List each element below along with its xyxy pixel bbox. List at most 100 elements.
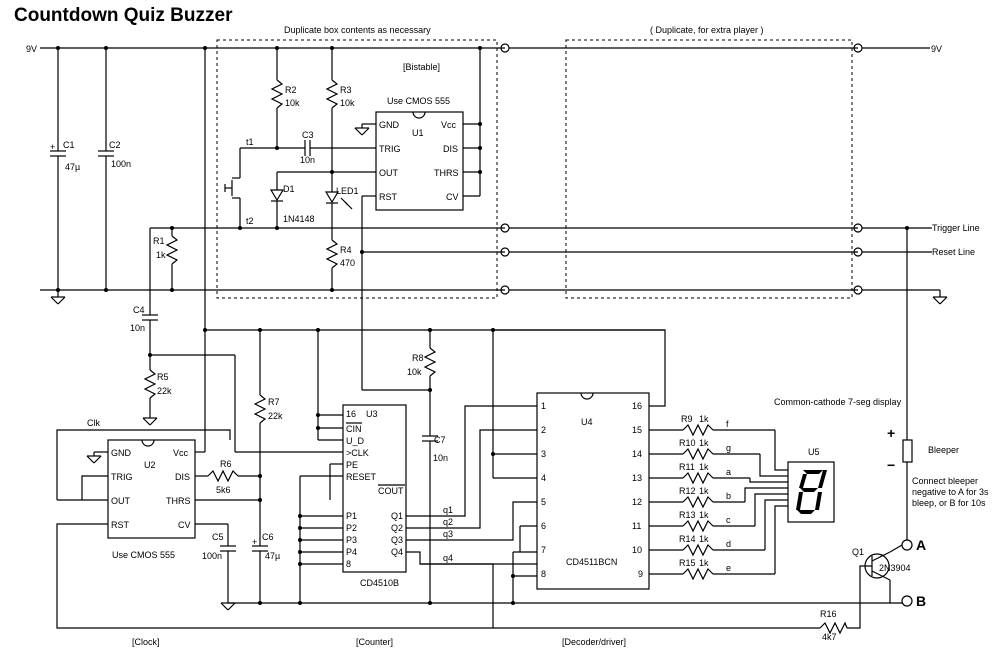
decoder-section: [Decoder/driver]: [562, 637, 626, 647]
svg-text:R14: R14: [679, 534, 696, 544]
svg-text:2: 2: [541, 425, 546, 435]
u4-name: U4: [581, 417, 593, 427]
c6-label: C6: [262, 532, 274, 542]
r6-label: R6: [220, 459, 232, 469]
segment-resistors: [649, 423, 775, 581]
svg-text:U_D: U_D: [346, 436, 365, 446]
r3-value: 10k: [340, 98, 355, 108]
u3-chip: [342, 404, 407, 573]
r7-label: R7: [268, 397, 280, 407]
svg-text:R10: R10: [679, 438, 696, 448]
svg-text:THRS: THRS: [434, 168, 459, 178]
c7-value: 10n: [433, 453, 448, 463]
svg-text:q3: q3: [443, 529, 453, 539]
terminal-b[interactable]: [901, 595, 913, 607]
trigger-line-label: Trigger Line: [932, 223, 980, 233]
clock-section: [Clock]: [132, 637, 160, 647]
svg-text:P1: P1: [346, 511, 357, 521]
svg-text:GND: GND: [379, 120, 400, 130]
c4-value: 10n: [130, 323, 145, 333]
d1-label: D1: [283, 184, 295, 194]
u1-chip: [375, 111, 464, 211]
svg-text:6: 6: [541, 521, 546, 531]
c7-label: C7: [434, 435, 446, 445]
bistable-label: [Bistable]: [403, 62, 440, 72]
vplus-right: 9V: [931, 44, 942, 54]
svg-text:DIS: DIS: [443, 144, 458, 154]
svg-text:THRS: THRS: [166, 496, 191, 506]
svg-text:e: e: [726, 563, 731, 573]
r16-value: 4k7: [822, 632, 837, 642]
svg-text:RESET: RESET: [346, 472, 377, 482]
svg-text:Q2: Q2: [391, 523, 403, 533]
r1-value: 1k: [156, 250, 166, 260]
svg-text:1k: 1k: [699, 414, 709, 424]
svg-text:+: +: [887, 425, 895, 441]
svg-text:10: 10: [632, 545, 642, 555]
svg-text:5: 5: [541, 497, 546, 507]
svg-text:PE: PE: [346, 460, 358, 470]
svg-text:1k: 1k: [699, 534, 709, 544]
svg-text:RST: RST: [379, 192, 398, 202]
c3-label: C3: [302, 130, 314, 140]
q1-label: Q1: [852, 547, 864, 557]
svg-text:+: +: [50, 142, 55, 152]
r8-label: R8: [412, 353, 424, 363]
r8-value: 10k: [407, 367, 422, 377]
u4-chip: [536, 392, 650, 590]
svg-text:15: 15: [632, 425, 642, 435]
svg-text:R15: R15: [679, 558, 696, 568]
svg-text:q1: q1: [443, 505, 453, 515]
svg-text:Q3: Q3: [391, 535, 403, 545]
u2-caption: Use CMOS 555: [112, 550, 175, 560]
duplicate-note: Duplicate box contents as necessary: [284, 25, 431, 35]
svg-text:Vcc: Vcc: [173, 448, 189, 458]
svg-text:a: a: [726, 467, 731, 477]
svg-text:>CLK: >CLK: [346, 448, 369, 458]
u1-name: U1: [412, 128, 424, 138]
svg-text:1k: 1k: [699, 510, 709, 520]
svg-text:12: 12: [632, 497, 642, 507]
ground-icon: [50, 296, 66, 305]
c5-value: 100n: [202, 551, 222, 561]
svg-text:q4: q4: [443, 553, 453, 563]
r3-label: R3: [340, 85, 352, 95]
c6-value: 47µ: [265, 551, 280, 561]
svg-text:Q4: Q4: [391, 547, 403, 557]
svg-text:1k: 1k: [699, 486, 709, 496]
svg-text:16: 16: [346, 409, 356, 419]
c3-value: 10n: [300, 155, 315, 165]
r4-value: 470: [340, 258, 355, 268]
terminal-a[interactable]: [901, 539, 913, 551]
bleeper-label: Bleeper: [928, 445, 959, 455]
svg-text:8: 8: [346, 559, 351, 569]
svg-text:RST: RST: [111, 520, 130, 530]
u4-caption: CD4511BCN: [566, 557, 617, 567]
r2-label: R2: [285, 85, 297, 95]
bleeper: [902, 439, 913, 463]
svg-text:CIN: CIN: [346, 424, 362, 434]
svg-text:R12: R12: [679, 486, 696, 496]
u3-name: U3: [366, 409, 378, 419]
reset-line-label: Reset Line: [932, 247, 975, 257]
svg-text:TRIG: TRIG: [379, 144, 401, 154]
svg-text:14: 14: [632, 449, 642, 459]
led1-label: LED1: [336, 186, 359, 196]
svg-text:Q1: Q1: [391, 511, 403, 521]
bleeper-note: Connect bleeper negative to A for 3s ble…: [912, 476, 989, 508]
svg-text:1k: 1k: [699, 558, 709, 568]
svg-text:4: 4: [541, 473, 546, 483]
svg-text:f: f: [726, 419, 729, 429]
svg-text:Vcc: Vcc: [441, 120, 457, 130]
duplicate-extra-note: ( Duplicate, for extra player ): [650, 25, 764, 35]
svg-text:+: +: [252, 537, 257, 547]
counter-section: [Counter]: [356, 637, 393, 647]
svg-text:P4: P4: [346, 547, 357, 557]
svg-text:−: −: [887, 457, 895, 473]
t1-label: t1: [246, 137, 254, 147]
svg-text:g: g: [726, 443, 731, 453]
svg-text:P2: P2: [346, 523, 357, 533]
svg-text:q2: q2: [443, 517, 453, 527]
svg-text:8: 8: [541, 569, 546, 579]
